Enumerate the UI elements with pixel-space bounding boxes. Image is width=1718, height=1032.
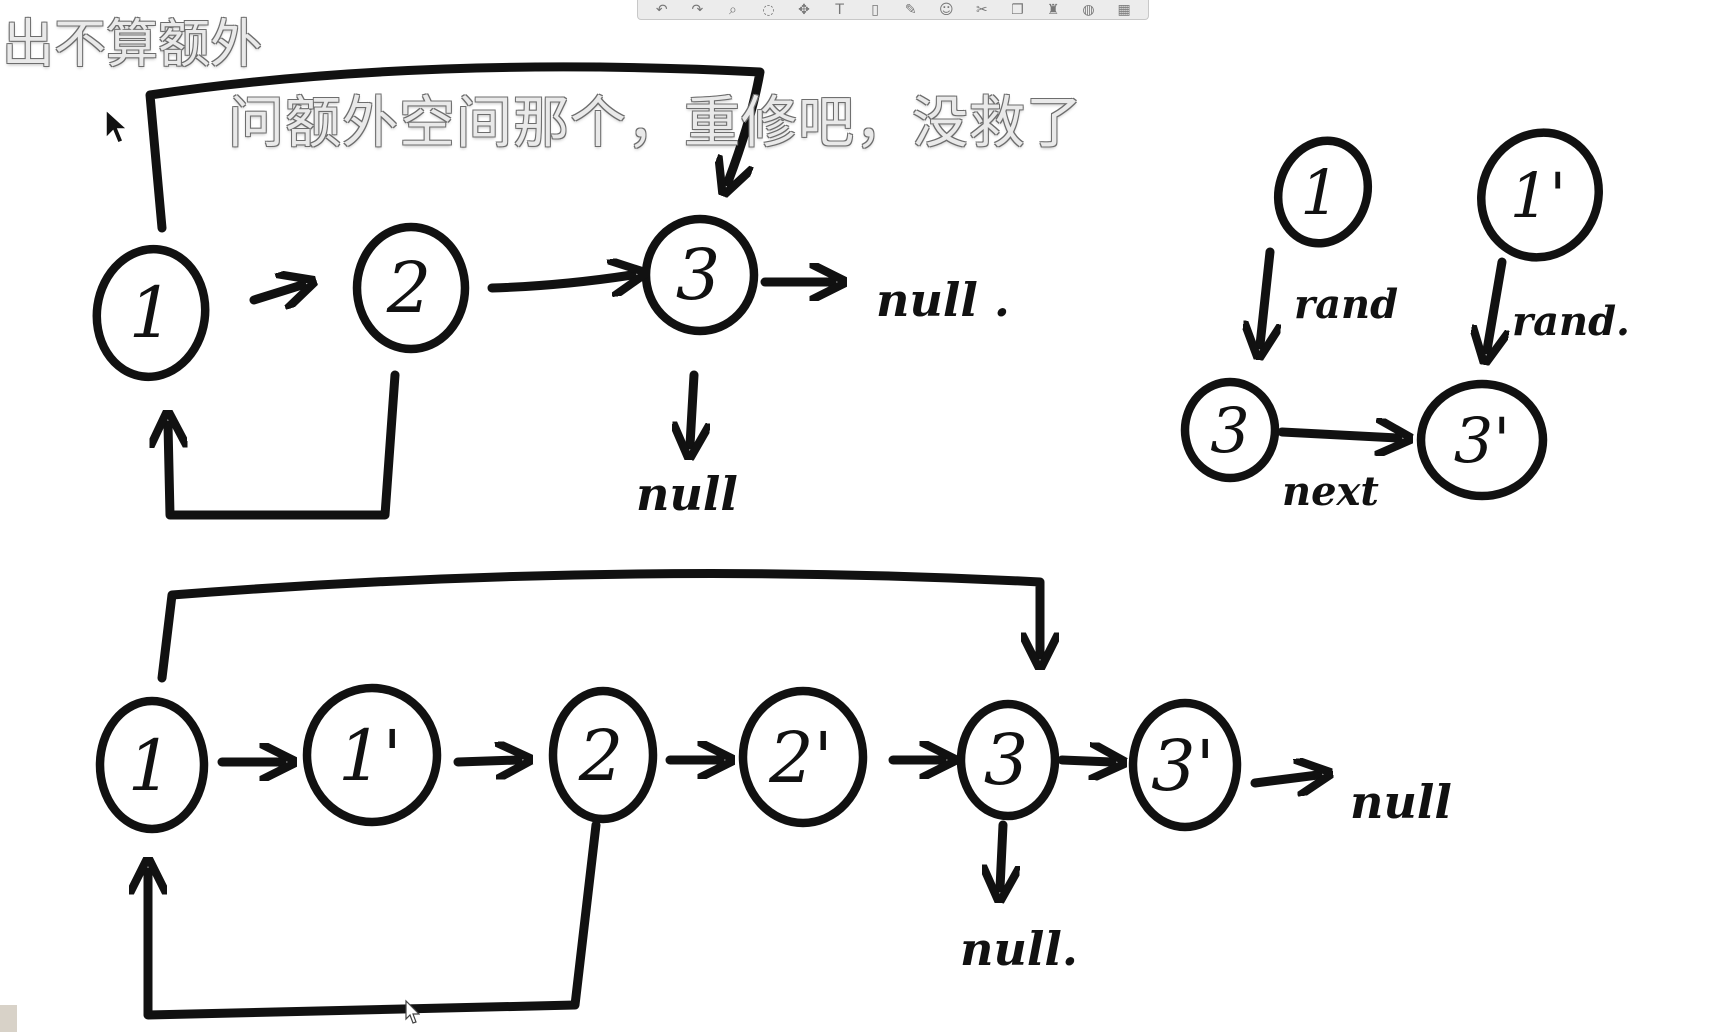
top-next-arrow-1-2 bbox=[249, 285, 302, 300]
move-icon[interactable]: ✥ bbox=[798, 1, 810, 18]
top-node-2: 2 bbox=[352, 222, 470, 354]
zoom-icon[interactable]: ⌕ bbox=[728, 1, 737, 18]
right-random-arrow-1-3 bbox=[1260, 247, 1270, 345]
right-node-3-prime: 3' bbox=[1416, 379, 1548, 501]
color-wheel-icon[interactable]: ◍ bbox=[1082, 1, 1095, 18]
bottom-random-null-label: null. bbox=[960, 922, 1078, 976]
undo-icon[interactable]: ↶ bbox=[655, 1, 668, 18]
bottom-next-arrow-3-3prime bbox=[1057, 760, 1112, 762]
top-random-null-label: null bbox=[636, 467, 738, 521]
stamp-icon[interactable]: ♜ bbox=[1046, 1, 1060, 18]
bottom-next-arrow-3prime-null bbox=[1250, 775, 1318, 783]
left-edge-strip bbox=[0, 1005, 17, 1032]
top-list-diagram: 1 2 3 null . null bbox=[92, 62, 1010, 521]
right-node-1-prime-label: 1' bbox=[1510, 159, 1567, 232]
bottom-node-3-label: 3 bbox=[984, 719, 1029, 801]
top-node-2-label: 2 bbox=[386, 247, 432, 329]
bottom-node-3-prime-label: 3' bbox=[1151, 725, 1215, 807]
right-next-arrow-3-3prime bbox=[1277, 432, 1398, 438]
shape-icon[interactable]: ▯ bbox=[871, 1, 880, 18]
right-node-1: 1 bbox=[1273, 136, 1373, 248]
right-node-3-prime-label: 3' bbox=[1454, 404, 1511, 477]
pen-icon[interactable]: ✎ bbox=[904, 1, 917, 18]
right-node-1-label: 1 bbox=[1300, 156, 1339, 229]
lasso-icon[interactable]: ◌ bbox=[762, 1, 775, 18]
top-random-arrow-2-1 bbox=[168, 370, 400, 520]
subtitle-line-1: 出不算额外 bbox=[2, 15, 263, 75]
bottom-node-1-label: 1 bbox=[128, 725, 173, 807]
bottom-node-2-prime: 2' bbox=[738, 686, 868, 828]
right-rand-label-1: rand bbox=[1294, 281, 1398, 328]
bottom-node-3: 3 bbox=[956, 699, 1060, 821]
right-node-3-label: 3 bbox=[1210, 394, 1249, 467]
bottom-node-1-prime-label: 1' bbox=[338, 715, 402, 797]
bottom-node-2-prime-label: 2' bbox=[768, 717, 833, 799]
top-node-1-label: 1 bbox=[129, 272, 174, 354]
bottom-interleaved-list-diagram: 1 1' 2 2' 3 3' bbox=[95, 569, 1452, 1020]
bottom-random-arrow-3-null bbox=[1000, 820, 1003, 888]
bottom-node-2-label: 2 bbox=[578, 715, 624, 797]
mouse-cursor-icon bbox=[105, 108, 128, 144]
top-random-arrow-1-3 bbox=[145, 62, 765, 233]
right-node-3: 3 bbox=[1180, 377, 1280, 483]
text-icon[interactable]: T bbox=[835, 1, 844, 18]
bottom-node-1: 1 bbox=[95, 696, 209, 834]
top-node-1: 1 bbox=[92, 244, 210, 382]
drawing-toolbar: ↶ ↷ ⌕ ◌ ✥ T ▯ ✎ ☺ ✂ ❐ ♜ ◍ ▦ bbox=[637, 0, 1149, 20]
top-tail-null-label: null . bbox=[876, 273, 1010, 327]
layout-icon[interactable]: ▦ bbox=[1117, 1, 1131, 18]
small-cursor-icon bbox=[405, 999, 420, 1024]
bottom-node-1-prime: 1' bbox=[302, 683, 442, 827]
right-random-arrow-1prime-3prime bbox=[1487, 257, 1502, 350]
bottom-node-2: 2 bbox=[548, 686, 658, 824]
top-node-3-label: 3 bbox=[676, 234, 721, 316]
top-node-3: 3 bbox=[641, 214, 759, 336]
top-random-arrow-3-null bbox=[690, 370, 694, 445]
right-next-label: next bbox=[1282, 468, 1379, 515]
bottom-next-arrow-1prime-2 bbox=[453, 760, 518, 762]
bottom-tail-null-label: null bbox=[1350, 775, 1452, 829]
sticker-icon[interactable]: ☺ bbox=[938, 1, 954, 18]
bottom-random-arrow-2-1 bbox=[148, 820, 601, 1020]
right-copy-diagram: 1 1' 3 3' rand rand. next bbox=[1180, 128, 1630, 515]
copy-icon[interactable]: ❐ bbox=[1011, 1, 1024, 18]
right-node-1-prime: 1' bbox=[1477, 128, 1603, 262]
redo-icon[interactable]: ↷ bbox=[691, 1, 704, 18]
right-rand-label-2: rand. bbox=[1512, 298, 1630, 345]
top-next-arrow-2-3 bbox=[487, 275, 632, 288]
subtitle-line-2: 问额外空间那个，重修吧，没救了 bbox=[228, 91, 1083, 156]
scissors-icon[interactable]: ✂ bbox=[975, 1, 988, 18]
bottom-node-3-prime: 3' bbox=[1128, 698, 1242, 832]
bottom-random-arrow-1-3 bbox=[157, 569, 1040, 683]
